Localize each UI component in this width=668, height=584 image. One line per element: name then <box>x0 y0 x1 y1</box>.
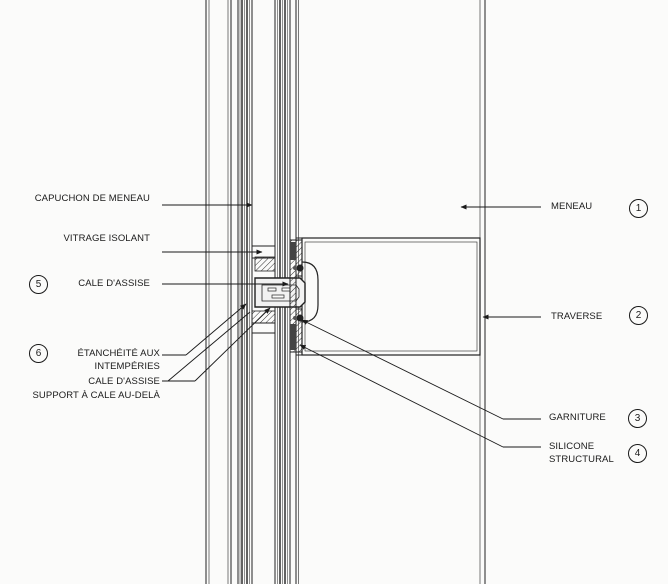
label-setting-block: CALE D'ASSISE <box>78 278 150 289</box>
callout-3: 3 <box>628 409 647 428</box>
insulating-glass-outer-lite <box>237 0 253 584</box>
mullion <box>295 0 486 584</box>
callout-1: 1 <box>629 199 648 218</box>
label-structural-silicone-line2: STRUCTURAL <box>549 454 614 465</box>
transom <box>296 237 481 356</box>
label-insulating-glass: VITRAGE ISOLANT <box>63 233 150 244</box>
callout-5: 5 <box>29 275 48 294</box>
leader-lines-right <box>299 204 541 448</box>
label-structural-silicone-line1: SILICONE <box>549 441 595 452</box>
glazing-joint-detail <box>251 239 319 353</box>
label-setting-block-support: SUPPORT À CALE AU-DELÀ <box>32 390 160 401</box>
callout-4: 4 <box>628 444 647 463</box>
callout-2: 2 <box>629 306 648 325</box>
label-mullion-cap: CAPUCHON DE MENEAU <box>34 193 150 204</box>
callout-6: 6 <box>29 344 48 363</box>
mullion-cap <box>205 0 232 584</box>
label-weather-seal-line2: INTEMPÉRIES <box>94 361 160 372</box>
label-transom: TRAVERSE <box>551 311 603 322</box>
label-weather-seal-line1: ÉTANCHÉITÉ AUX <box>77 348 160 359</box>
label-setting-block-2: CALE D'ASSISE <box>88 376 160 387</box>
label-mullion: MENEAU <box>551 201 593 212</box>
leader-lines-left <box>162 202 289 382</box>
label-gasket: GARNITURE <box>549 412 606 423</box>
